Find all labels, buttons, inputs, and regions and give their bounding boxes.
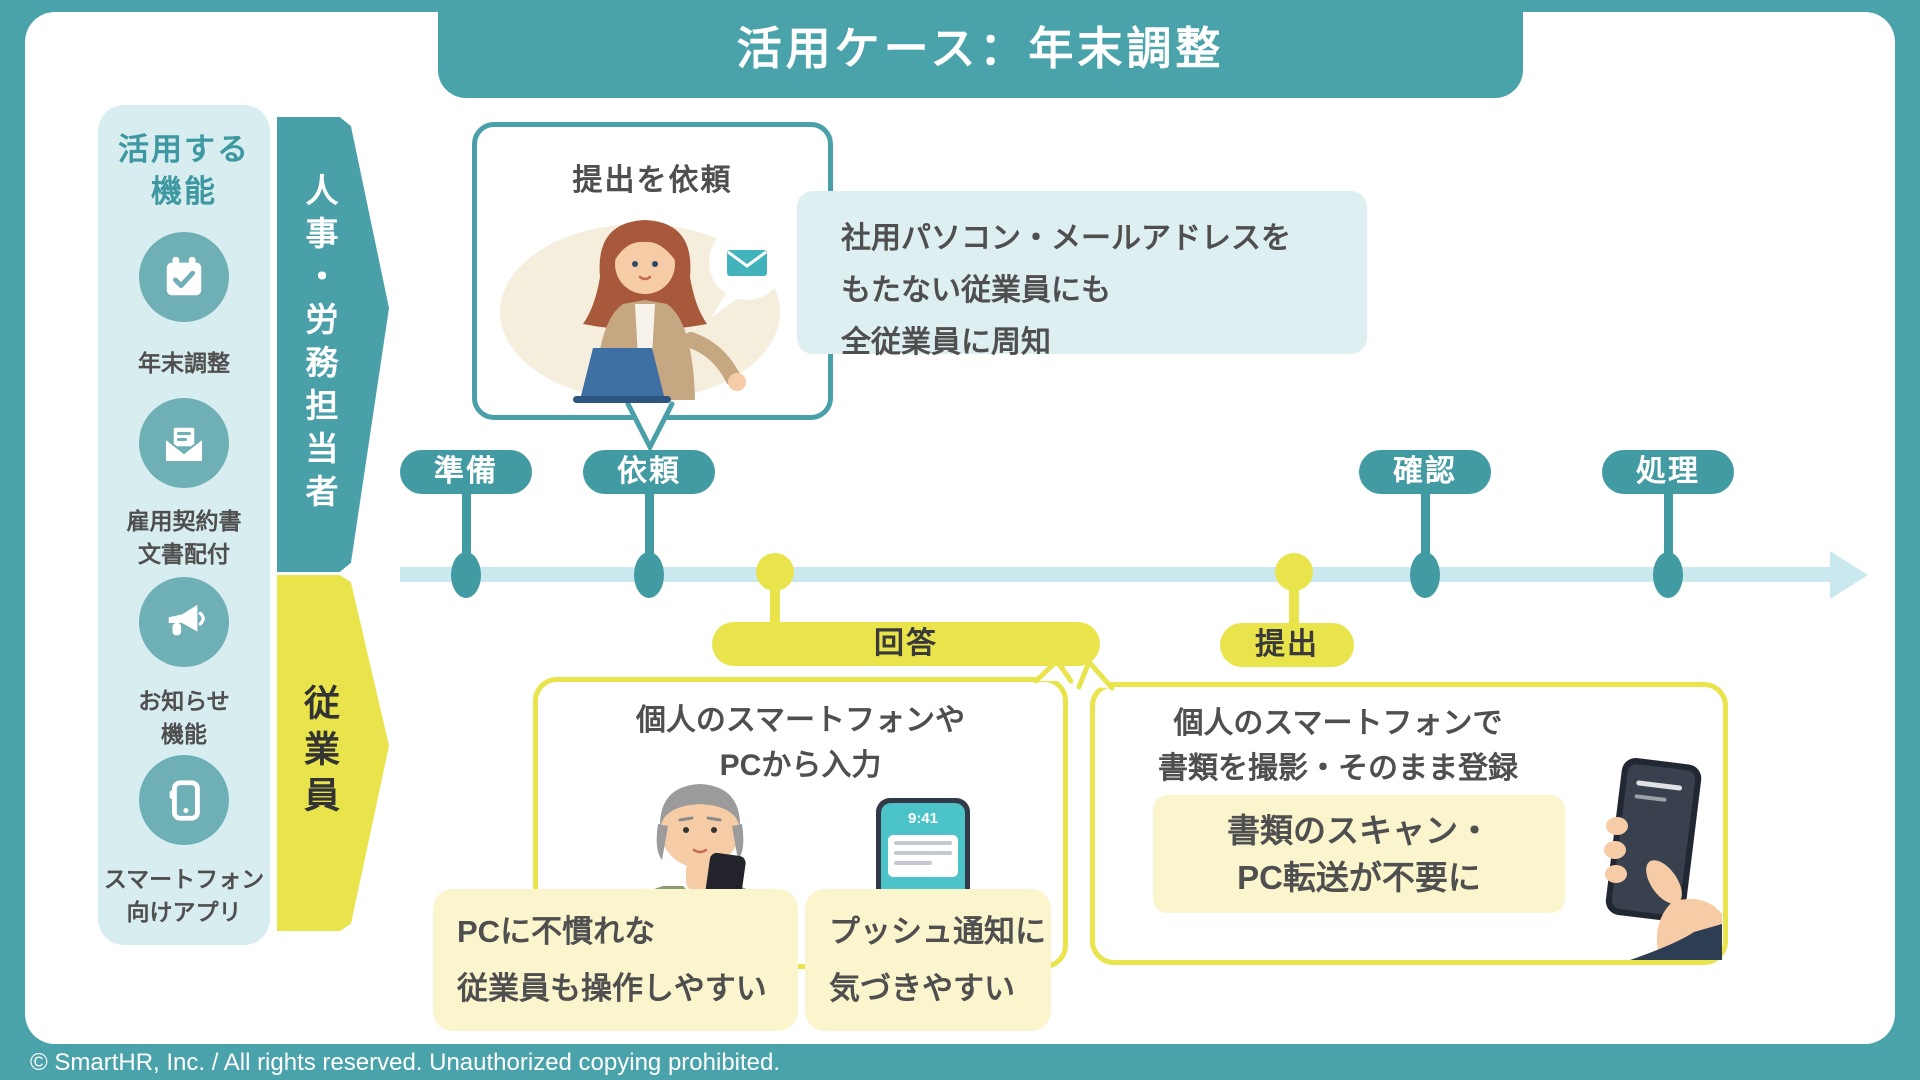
callout-answer-title: 個人のスマートフォンや PCから入力 [635,704,966,782]
lane-employee-label: 従業員 [299,684,340,822]
calendar-check-icon [161,254,207,300]
step-pill-teishutsu: 提出 [1220,623,1354,667]
title-banner: 活用ケース：年末調整 [438,0,1523,98]
note-all-employees-text: 社用パソコン・メールアドレスを もたない従業員にも 全従業員に周知 [841,222,1291,359]
note-push-notification: プッシュ通知に 気づきやすい [805,889,1051,1031]
feature-label: 雇用契約書 文書配付 [126,508,242,567]
note-push-notification-text: プッシュ通知に 気づきやすい [829,914,1046,1006]
stem-kakunin [1421,490,1430,575]
timeline-bar [400,567,1832,582]
timeline-dot-teishutsu [1275,553,1313,591]
step-pill-kakunin: 確認 [1359,450,1491,494]
timeline-dot-kakunin [1410,552,1440,598]
stem-kaito [770,584,780,628]
step-pill-irai: 依頼 [583,450,715,494]
timeline-dot-shori [1653,552,1683,598]
note-all-employees: 社用パソコン・メールアドレスを もたない従業員にも 全従業員に周知 [797,191,1367,359]
lane-hr-label: 人事・労務担当者 [301,172,338,517]
feature-label: スマートフォン 向けアプリ [103,866,265,925]
sidebar-heading: 活用する 機能 [118,132,250,209]
feature-item-nencho [139,232,229,322]
note-easy-for-non-pc-users-text: PCに不慣れな 従業員も操作しやすい [457,914,767,1006]
timeline-dot-kaito [756,553,794,591]
timeline-dot-irai [634,552,664,598]
step-pill-kaito: 回答 [712,622,1100,666]
callout-submit-title: 個人のスマートフォンで 書類を撮影・そのまま登録 [1158,707,1518,785]
callout-request-title: 提出を依頼 [572,164,733,197]
stem-irai [645,490,654,575]
phone-status-time: 9:41 [907,810,939,827]
megaphone-icon [161,599,207,645]
timeline-dot-junbi [451,552,481,598]
note-no-scan-text: 書類のスキャン・ PC転送が不要に [1227,812,1491,896]
copyright-text: © SmartHR, Inc. / All rights reserved. U… [30,1049,781,1076]
hand-phone-illustration [1604,758,1722,960]
feature-item-app [139,755,229,845]
feature-item-announce [139,577,229,667]
feature-label: お知らせ 機能 [138,688,230,747]
sidebar-features-panel: 活用する 機能 年末調整 雇用契約書 文書配付 [98,105,270,945]
step-pill-junbi: 準備 [400,450,532,494]
smartphone-icon [161,777,207,823]
feature-label: 年末調整 [138,350,230,376]
hr-staff-illustration [500,220,785,403]
stem-shori [1664,490,1673,575]
page-title: 活用ケース：年末調整 [736,23,1225,74]
timeline-arrow-icon [1830,551,1868,599]
push-notification-card [888,835,958,877]
step-pill-shori: 処理 [1602,450,1734,494]
note-easy-for-non-pc-users: PCに不慣れな 従業員も操作しやすい [433,889,798,1031]
stem-junbi [462,490,471,575]
note-no-scan: 書類のスキャン・ PC転送が不要に [1153,795,1565,913]
envelope-open-icon [160,419,208,467]
stem-teishutsu [1289,584,1299,628]
feature-item-contract [139,398,229,488]
